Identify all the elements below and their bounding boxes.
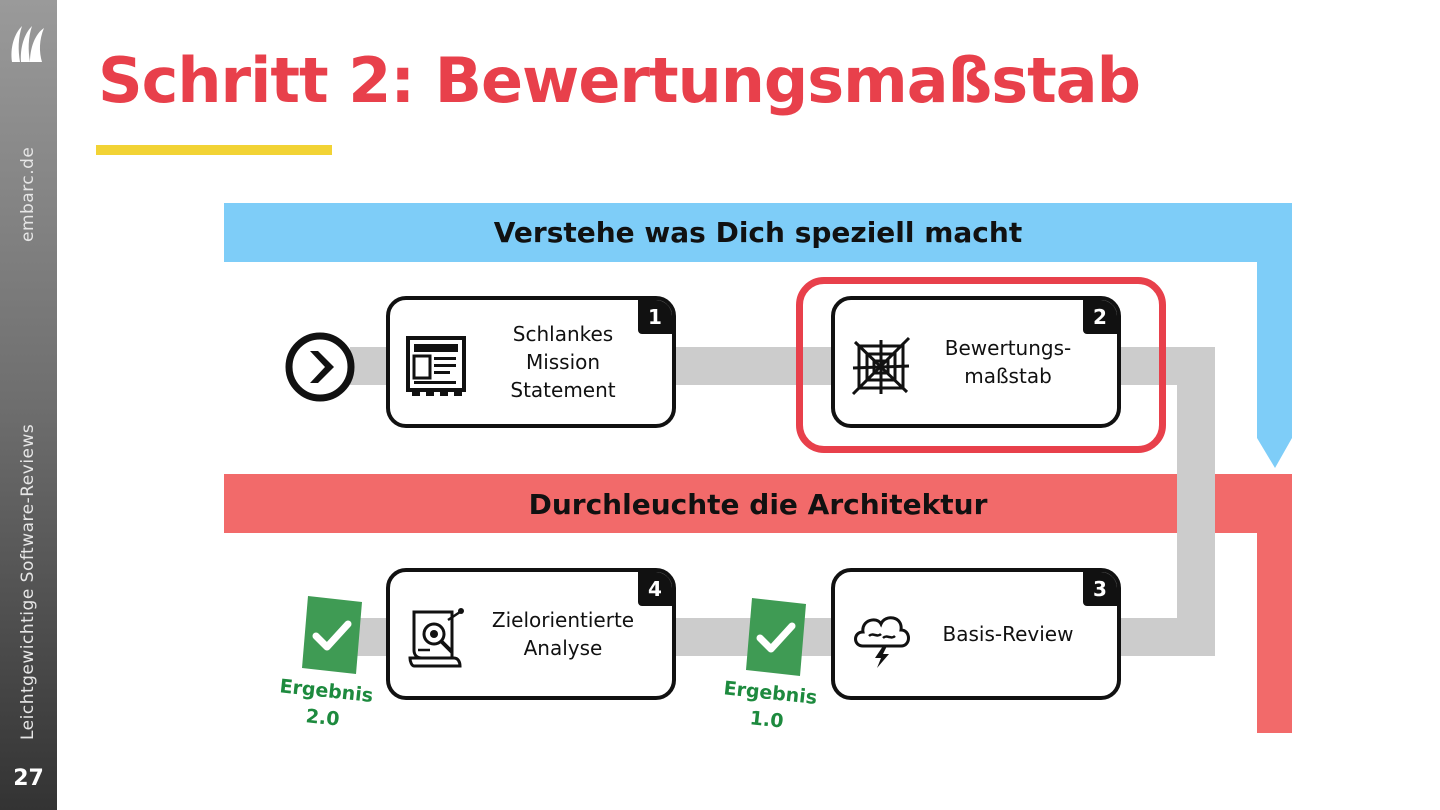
- step-label-line2: Analyse: [523, 636, 603, 660]
- step-label-line2: maßstab: [964, 364, 1052, 388]
- result-1-label: Ergebnis 1.0: [719, 675, 819, 738]
- band-label-understand: Verstehe was Dich speziell macht: [493, 216, 1023, 249]
- checkmark-icon: [302, 596, 362, 674]
- result-2-label: Ergebnis 2.0: [275, 673, 375, 736]
- newspaper-icon: [406, 336, 466, 396]
- step-label-line2: Statement: [510, 378, 616, 402]
- step-label-line1: Schlankes Mission: [512, 322, 614, 374]
- sidebar: embarc.de Leichtgewichtige Software-Revi…: [0, 0, 57, 810]
- page-title: Schritt 2: Bewertungsmaßstab: [98, 44, 1141, 117]
- step-label-line1: Basis-Review: [942, 622, 1074, 646]
- current-step-highlight: [796, 277, 1166, 453]
- step-label-line1: Zielorientierte: [491, 608, 635, 632]
- title-underline: [96, 145, 332, 155]
- step-card-3[interactable]: 3 Basis-Review: [831, 568, 1121, 700]
- spider-web-icon: [851, 336, 911, 396]
- page-number: 27: [13, 766, 44, 791]
- embarc-sail-logo-icon: [11, 26, 44, 62]
- document-magnifier-icon: [408, 608, 464, 668]
- chevron-right-circle-icon: [285, 332, 355, 402]
- step-number: 4: [638, 572, 672, 606]
- step-number: 2: [1083, 300, 1117, 334]
- step-number: 1: [638, 300, 672, 334]
- storm-cloud-icon: [854, 616, 910, 668]
- band-label-analyze: Durchleuchte die Architektur: [528, 488, 988, 521]
- step-label-line1: Bewertungs-: [944, 336, 1072, 360]
- result-version: 2.0: [304, 705, 341, 731]
- checkmark-icon: [746, 598, 806, 676]
- step-card-2[interactable]: 2 Bewertungs-maßstab: [831, 296, 1121, 428]
- result-version: 1.0: [748, 707, 785, 733]
- step-number: 3: [1083, 572, 1117, 606]
- blue-band: [224, 203, 1292, 468]
